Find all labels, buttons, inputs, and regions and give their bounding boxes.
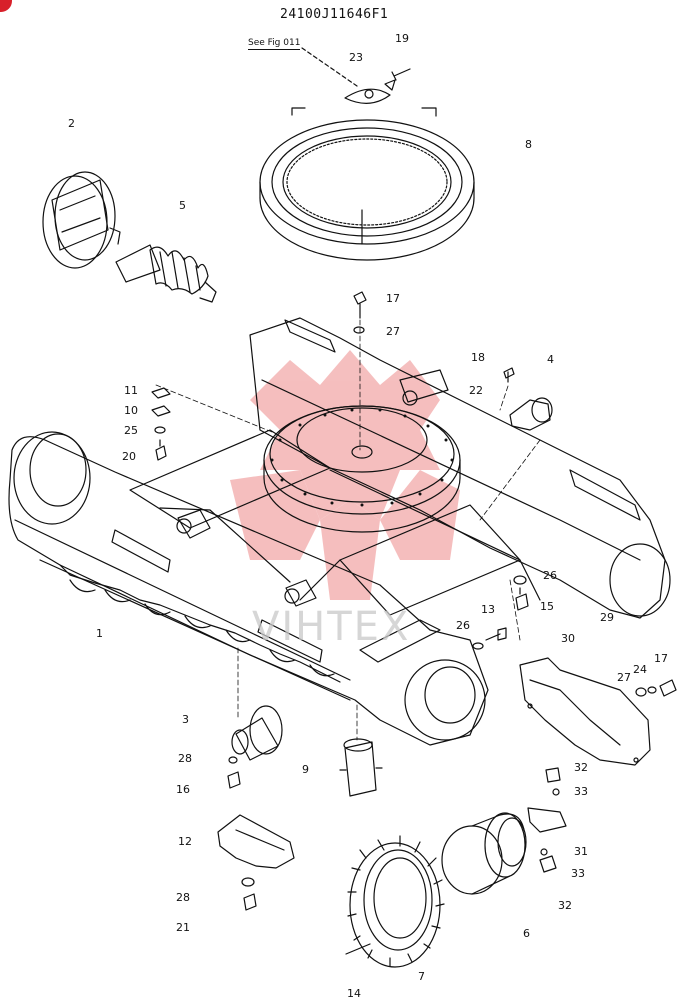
callout-25: 25	[124, 424, 138, 437]
see-figure-reference: See Fig 011	[248, 38, 301, 50]
drive-sprocket	[345, 835, 445, 968]
callout-26-right: 26	[543, 569, 557, 582]
callout-22: 22	[469, 384, 483, 397]
track-frame	[8, 317, 671, 746]
callout-6: 6	[523, 927, 530, 940]
callout-7: 7	[418, 970, 425, 983]
travel-motor	[441, 812, 527, 895]
callout-1: 1	[96, 627, 103, 640]
recoil-spring-assembly	[115, 244, 217, 303]
callout-14: 14	[347, 987, 361, 1000]
carrier-roller	[503, 367, 553, 431]
callout-24: 24	[633, 663, 647, 676]
center-joint	[339, 738, 383, 797]
track-guard	[217, 814, 295, 911]
front-idler	[42, 171, 121, 269]
callout-17-right: 17	[654, 652, 668, 665]
callout-23: 23	[349, 51, 363, 64]
callout-31: 31	[574, 845, 588, 858]
callout-3: 3	[182, 713, 189, 726]
motor-cover-plate	[519, 657, 651, 766]
drawing-code: 24100J11646F1	[280, 7, 389, 22]
cover-bolts-right	[635, 679, 677, 697]
callout-30: 30	[561, 632, 575, 645]
callout-5: 5	[179, 199, 186, 212]
callout-26-mid: 26	[456, 619, 470, 632]
callout-17-top: 17	[386, 292, 400, 305]
callout-33-top: 33	[574, 785, 588, 798]
callout-33-bottom: 33	[571, 867, 585, 880]
callout-28-bottom: 28	[176, 891, 190, 904]
callout-32-bottom: 32	[558, 899, 572, 912]
callout-4: 4	[547, 353, 554, 366]
callout-21: 21	[176, 921, 190, 934]
track-roller	[227, 705, 283, 789]
callout-12: 12	[178, 835, 192, 848]
cover-and-bolt-top	[301, 47, 411, 104]
callout-29: 29	[600, 611, 614, 624]
hydraulic-fittings	[527, 767, 567, 873]
right-small-fasteners	[472, 575, 529, 650]
callout-27-right: 27	[617, 671, 631, 684]
callout-27-top: 27	[386, 325, 400, 338]
shim-washer-bolt-set	[151, 387, 171, 461]
callout-32-top: 32	[574, 761, 588, 774]
callout-15: 15	[540, 600, 554, 613]
callout-20: 20	[122, 450, 136, 463]
logo-watermark	[230, 350, 460, 600]
callout-10: 10	[124, 404, 138, 417]
callout-28-top: 28	[178, 752, 192, 765]
watermark-text: VIHTEX	[252, 604, 411, 650]
leader-lines	[155, 319, 541, 741]
callout-18: 18	[471, 351, 485, 364]
center-bolt	[353, 291, 367, 334]
callout-16: 16	[176, 783, 190, 796]
callout-8: 8	[525, 138, 532, 151]
callout-19: 19	[395, 32, 409, 45]
callout-13: 13	[481, 603, 495, 616]
callout-11: 11	[124, 384, 138, 397]
swing-bearing-ring	[259, 107, 475, 261]
callout-9: 9	[302, 763, 309, 776]
callout-2: 2	[68, 117, 75, 130]
